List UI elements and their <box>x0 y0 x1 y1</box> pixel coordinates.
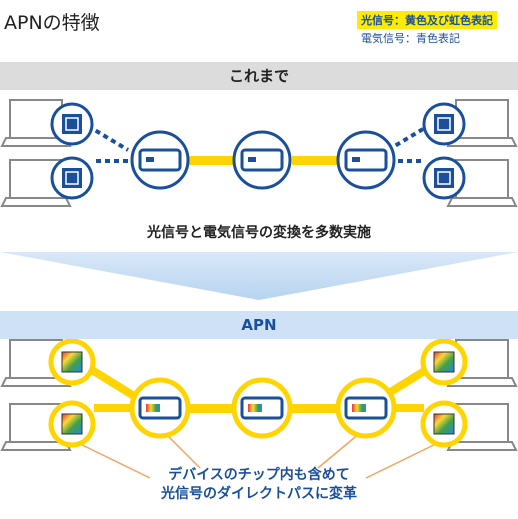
chip-icon <box>422 102 466 146</box>
caption-apn: デバイスのチップ内も含めて 光信号のダイレクトパスに変革 <box>0 466 518 504</box>
network-device-icon <box>232 130 292 190</box>
chip-icon <box>48 338 96 386</box>
caption-before: 光信号と電気信号の変換を多数実施 <box>147 225 371 241</box>
band-apn: APN <box>0 311 518 339</box>
network-device-icon <box>335 377 397 439</box>
chip-icon <box>48 400 96 448</box>
chip-icon <box>420 400 468 448</box>
network-device-icon <box>231 377 293 439</box>
laptop-icon <box>0 159 72 207</box>
legend-optical: 光信号：黄色及び虹色表記 <box>357 11 497 29</box>
page-title: APNの特徴 <box>4 12 100 34</box>
legend-electrical: 電気信号：青色表記 <box>361 32 460 45</box>
chip-icon <box>422 156 466 200</box>
caption-apn-line2: 光信号のダイレクトパスに変革 <box>161 486 357 502</box>
network-device-icon <box>130 130 190 190</box>
network-device-icon <box>129 377 191 439</box>
down-arrow-icon <box>0 252 518 300</box>
network-device-icon <box>336 130 396 190</box>
chip-icon <box>50 156 94 200</box>
band-before: これまで <box>0 62 518 90</box>
chip-icon <box>420 338 468 386</box>
chip-icon <box>50 102 94 146</box>
caption-apn-line1: デバイスのチップ内も含めて <box>168 467 350 483</box>
